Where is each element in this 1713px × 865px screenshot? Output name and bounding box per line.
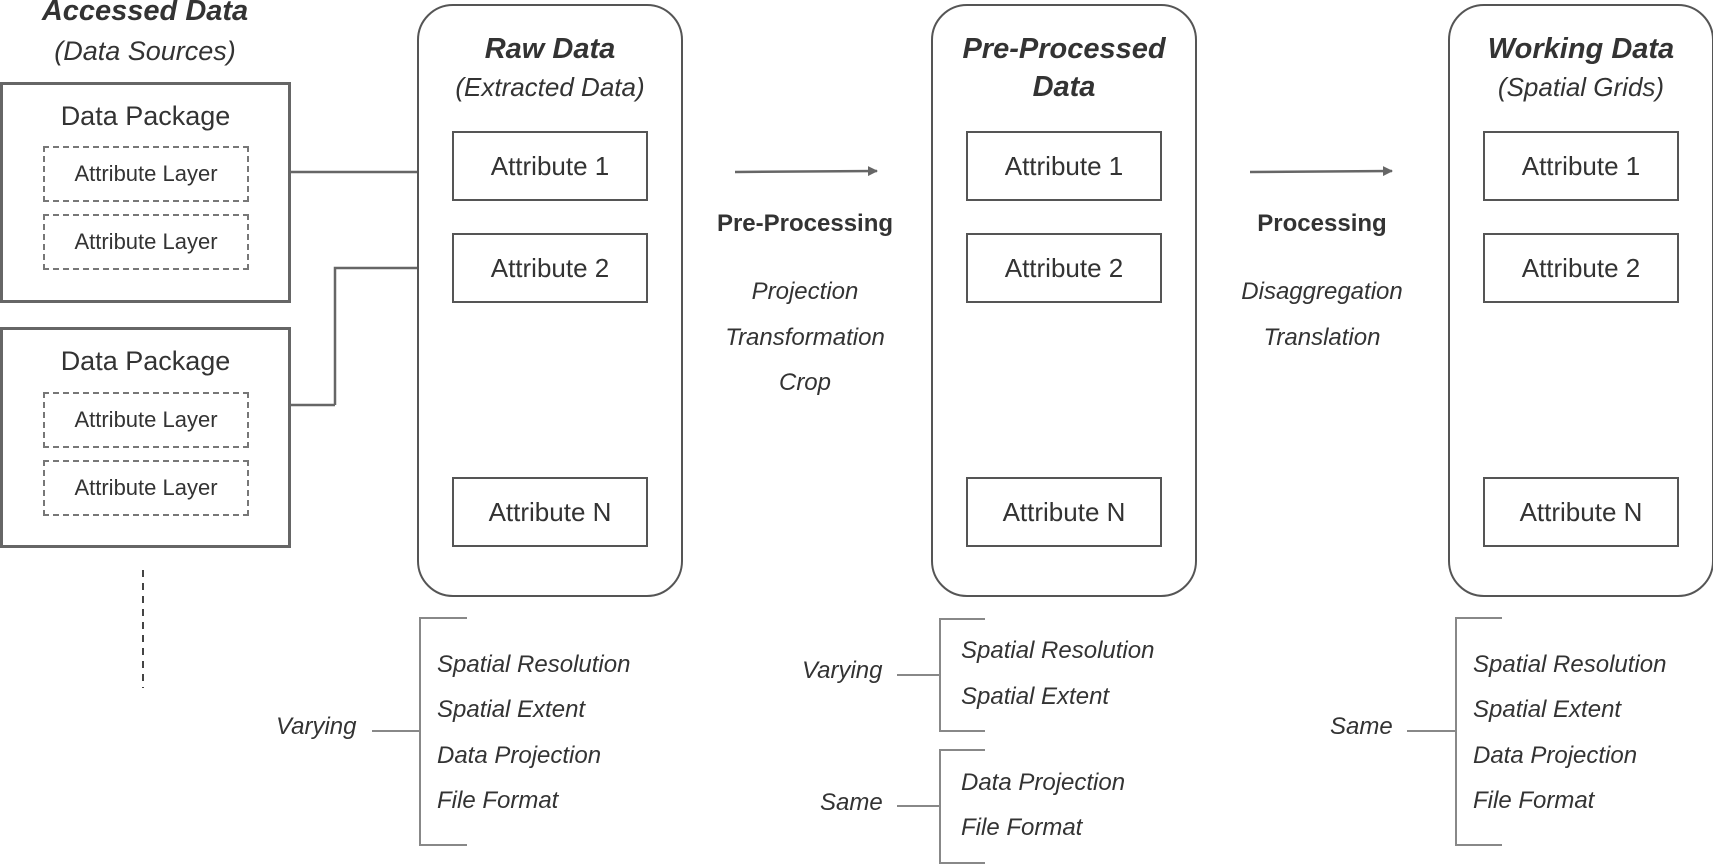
working-property-1: Spatial Resolution bbox=[1473, 651, 1667, 678]
raw-data-subtitle: (Extracted Data) bbox=[455, 72, 645, 102]
raw-data-column: Raw Data (Extracted Data) Attribute 1 At… bbox=[417, 4, 683, 597]
accessed-data-subtitle: (Data Sources) bbox=[54, 36, 236, 66]
attribute-layer: Attribute Layer bbox=[43, 146, 249, 202]
processing-op-1: Disaggregation bbox=[1241, 278, 1403, 305]
attribute-box-1: Attribute 1 bbox=[452, 131, 648, 201]
arrow-processing bbox=[1249, 166, 1393, 177]
processing-op-2: Translation bbox=[1263, 324, 1381, 351]
accessed-data-title: Accessed Data bbox=[41, 0, 249, 27]
attribute-layer: Attribute Layer bbox=[43, 214, 249, 270]
elbow-arrow-to-attribute2 bbox=[333, 263, 442, 405]
pre-processed-property-1: Spatial Resolution bbox=[961, 637, 1155, 664]
attribute-box-n: Attribute N bbox=[966, 477, 1162, 547]
bracket-preprocessed-same bbox=[897, 749, 985, 864]
processing-title: Processing bbox=[1257, 210, 1387, 237]
pre-processed-title-line1: Pre-Processed bbox=[962, 33, 1166, 65]
attribute-layer: Attribute Layer bbox=[43, 460, 249, 516]
pre-processed-group-label-same: Same bbox=[820, 789, 883, 816]
working-property-3: Data Projection bbox=[1473, 742, 1638, 769]
attribute-box-1: Attribute 1 bbox=[966, 131, 1162, 201]
pre-processed-property-3: Data Projection bbox=[961, 769, 1126, 796]
data-package-2: Data Package Attribute Layer Attribute L… bbox=[0, 327, 291, 548]
raw-data-title: Raw Data bbox=[484, 33, 616, 65]
data-package-1: Data Package Attribute Layer Attribute L… bbox=[0, 82, 291, 303]
pre-processed-data-column: Pre-Processed Data Attribute 1 Attribute… bbox=[931, 4, 1197, 597]
raw-property-2: Spatial Extent bbox=[437, 696, 586, 723]
working-data-subtitle: (Spatial Grids) bbox=[1497, 72, 1665, 102]
working-data-title: Working Data bbox=[1487, 33, 1675, 65]
raw-group-label-varying: Varying bbox=[276, 713, 357, 740]
bracket-raw-varying bbox=[372, 617, 467, 846]
pre-processing-op-2: Transformation bbox=[725, 324, 885, 351]
working-data-column: Working Data (Spatial Grids) Attribute 1… bbox=[1448, 4, 1713, 597]
pre-processed-title-line2: Data bbox=[1032, 71, 1096, 103]
working-property-2: Spatial Extent bbox=[1473, 696, 1622, 723]
attribute-box-2: Attribute 2 bbox=[1483, 233, 1679, 303]
data-package-title: Data Package bbox=[60, 346, 231, 376]
pre-processed-property-4: File Format bbox=[961, 814, 1083, 841]
working-group-label-same: Same bbox=[1330, 713, 1393, 740]
raw-property-1: Spatial Resolution bbox=[437, 651, 631, 678]
attribute-box-n: Attribute N bbox=[1483, 477, 1679, 547]
data-package-title: Data Package bbox=[60, 101, 231, 131]
arrow-pre-processing bbox=[734, 166, 878, 177]
attribute-box-1: Attribute 1 bbox=[1483, 131, 1679, 201]
pre-processing-op-3: Crop bbox=[778, 369, 832, 396]
working-property-4: File Format bbox=[1473, 787, 1595, 814]
bracket-preprocessed-varying bbox=[897, 618, 985, 732]
pre-processed-group-label-varying: Varying bbox=[802, 657, 883, 684]
attribute-box-n: Attribute N bbox=[452, 477, 648, 547]
bracket-working-same bbox=[1407, 617, 1502, 846]
pre-processing-op-1: Projection bbox=[751, 278, 859, 305]
attribute-box-2: Attribute 2 bbox=[452, 233, 648, 303]
raw-property-4: File Format bbox=[437, 787, 559, 814]
attribute-layer: Attribute Layer bbox=[43, 392, 249, 448]
attribute-box-2: Attribute 2 bbox=[966, 233, 1162, 303]
pre-processing-title: Pre-Processing bbox=[716, 210, 894, 237]
raw-property-3: Data Projection bbox=[437, 742, 602, 769]
pre-processed-property-2: Spatial Extent bbox=[961, 683, 1110, 710]
